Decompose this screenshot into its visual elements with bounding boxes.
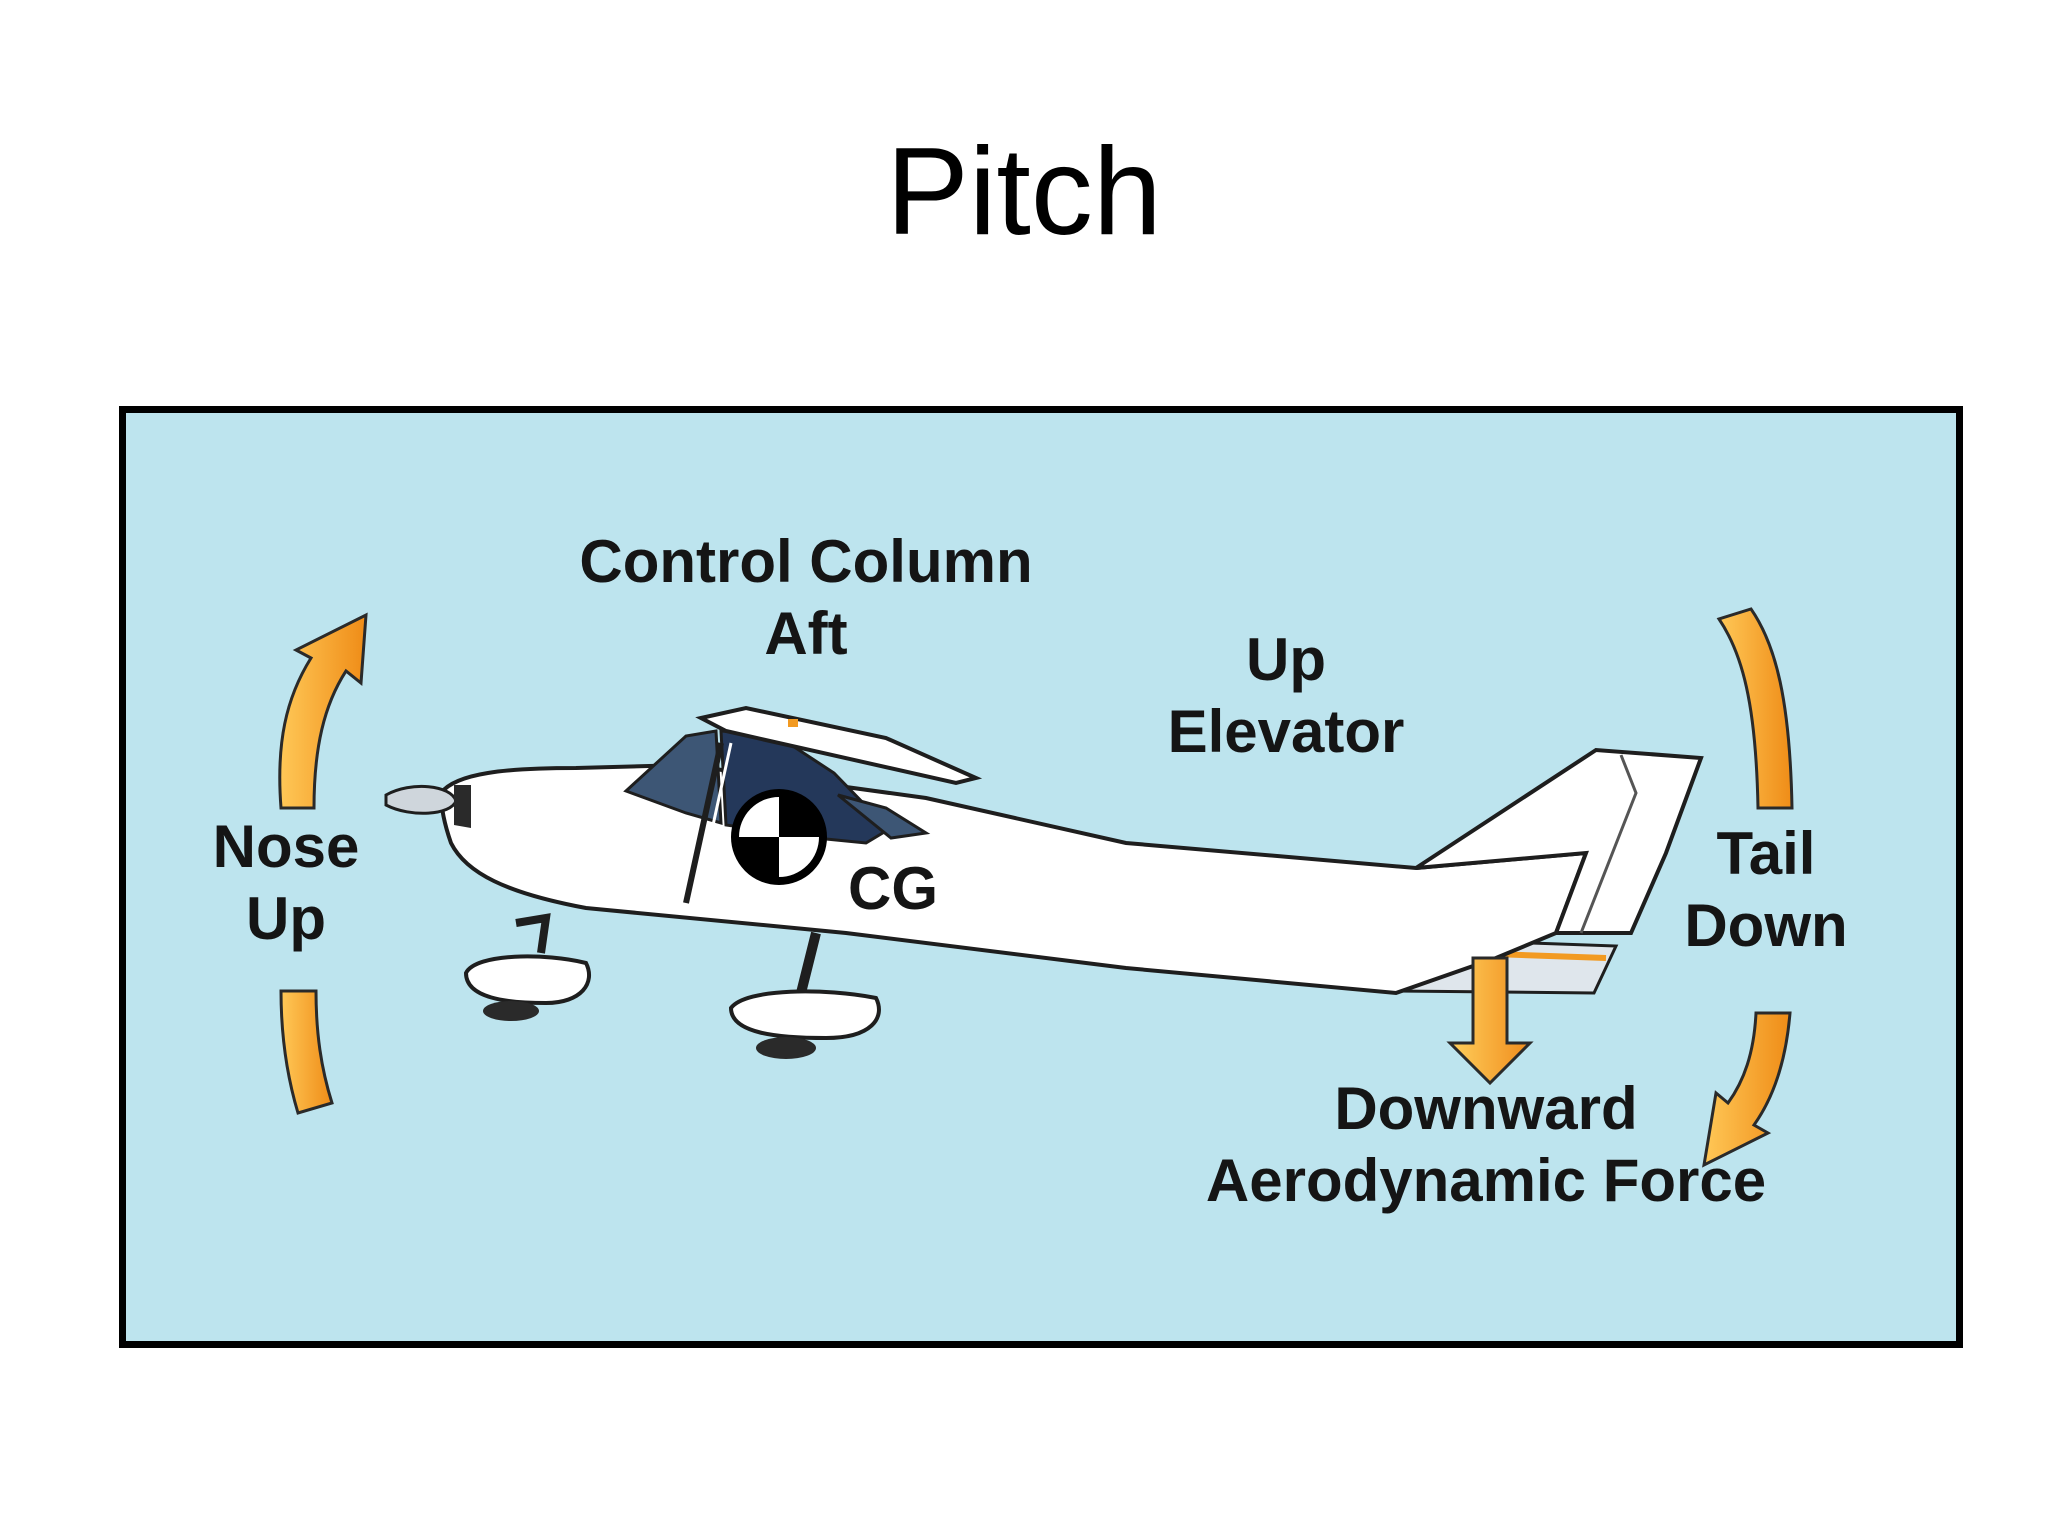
nose-up-arrow-icon bbox=[278, 612, 368, 1115]
up-elevator-label: Up Elevator bbox=[1136, 624, 1436, 768]
downward-force-label: Downward Aerodynamic Force bbox=[1186, 1073, 1786, 1217]
nose-up-label: Nose Up bbox=[186, 811, 386, 955]
center-of-gravity-icon bbox=[731, 789, 827, 885]
tail-down-label: Tail Down bbox=[1656, 818, 1876, 962]
control-column-line-2: Aft bbox=[764, 600, 848, 667]
up-elevator-line-1: Up bbox=[1246, 626, 1326, 693]
downward-force-line-2: Aerodynamic Force bbox=[1205, 1147, 1767, 1214]
pitch-diagram: Control Column Aft Up Elevator Nose Up T… bbox=[119, 406, 1963, 1348]
cg-label: CG bbox=[848, 855, 938, 922]
tail-down-line-1: Tail bbox=[1716, 820, 1816, 887]
aircraft bbox=[384, 705, 1704, 1059]
slide-title: Pitch bbox=[886, 123, 1162, 261]
nose-up-line-2: Up bbox=[246, 885, 326, 952]
downward-force-arrow-icon bbox=[1446, 956, 1534, 1086]
nose-up-line-1: Nose bbox=[212, 813, 360, 880]
control-column-line-1: Control Column bbox=[579, 528, 1033, 595]
tail-down-arrow-icon bbox=[1702, 607, 1794, 1168]
up-elevator-line-2: Elevator bbox=[1167, 698, 1405, 765]
control-column-label: Control Column Aft bbox=[546, 526, 1066, 670]
tail-down-line-2: Down bbox=[1684, 892, 1848, 959]
downward-force-line-1: Downward bbox=[1334, 1075, 1638, 1142]
aircraft-illustration bbox=[278, 607, 1794, 1168]
